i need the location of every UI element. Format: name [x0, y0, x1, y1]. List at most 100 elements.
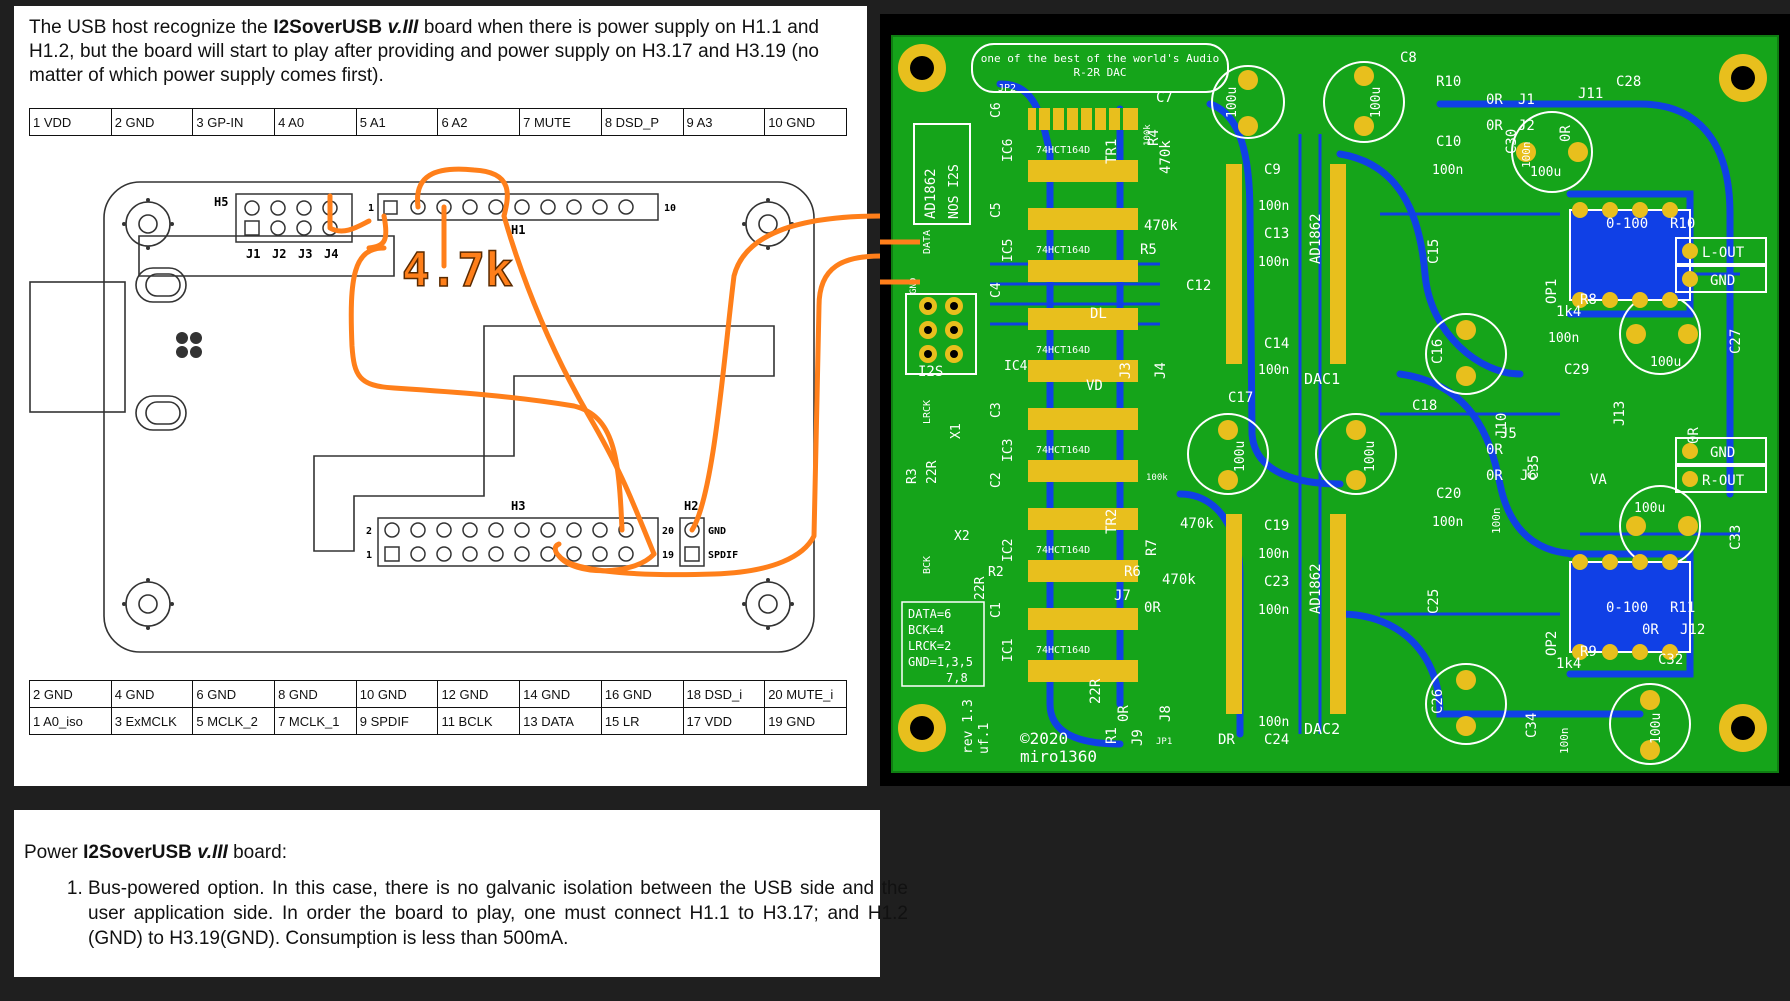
slot [135, 395, 187, 431]
c32-label: C32 [1658, 652, 1683, 668]
ic-column [1028, 108, 1138, 682]
copyright-label: ©2020 [1020, 729, 1068, 748]
j11-label: J11 [1578, 86, 1603, 102]
j5-label: J5 [1500, 426, 1517, 442]
h3-header [377, 517, 659, 567]
gnd-label: GND [909, 278, 919, 294]
opamps [1569, 202, 1691, 660]
j3-label: J3 [1118, 362, 1134, 379]
r1-value: 22R [1088, 678, 1104, 704]
ic-ref: IC3 [1001, 439, 1016, 462]
cap-ref: C5 [989, 202, 1004, 218]
power-heading-text: Power [24, 842, 84, 863]
dac-chip-pads [1226, 164, 1346, 714]
r6-label: R6 [1124, 564, 1141, 580]
slot [135, 267, 187, 303]
r3-value: 22R [925, 460, 940, 484]
pin-cell: 19 GND [764, 707, 847, 735]
c15-label: C15 [1426, 239, 1442, 264]
dac-chip-label: AD1862 [1308, 213, 1324, 264]
lrck-label: LRCK [922, 400, 933, 424]
cap-100n: 100n [1432, 515, 1463, 530]
r7-label: R7 [1144, 539, 1160, 556]
intro-text: The USB host recognize the [29, 17, 274, 38]
dac2-label: DAC2 [1304, 720, 1340, 738]
power-heading: Power I2SoverUSB v.III board: [24, 842, 287, 864]
j4-label: J4 [1153, 362, 1169, 379]
pin-cell: 16 GND [600, 680, 684, 708]
pin-cell: 11 BCLK [437, 707, 521, 735]
h3-pin-table: 2 GND 4 GND 6 GND 8 GND 10 GND 12 GND 14… [29, 680, 847, 735]
cap-100n: 100n [1258, 255, 1289, 270]
intro-paragraph: The USB host recognize the I2SoverUSB v.… [29, 16, 819, 88]
r10-value: 0-100 [1606, 216, 1648, 232]
cap-ref: C2 [989, 472, 1004, 488]
op2-label: OP2 [1544, 631, 1560, 656]
cap-100n: 100n [1258, 715, 1289, 730]
ic-label: 74HCT164D [1036, 345, 1090, 356]
pin-cell: 5 MCLK_2 [192, 707, 276, 735]
legend-box [901, 601, 985, 687]
pin-cell: 8 DSD_P [600, 108, 684, 136]
pin-cell: 5 A1 [355, 108, 439, 136]
r4-value: 470k [1158, 140, 1174, 174]
x2-label: X2 [954, 529, 970, 544]
j13-label: J13 [1612, 401, 1628, 426]
vd-label: VD [1086, 378, 1103, 394]
cap-100n: 100n [1490, 508, 1503, 535]
cap-100n: 100n [1520, 142, 1533, 169]
j1-label: J1 [1518, 92, 1535, 108]
j12-label: J12 [1680, 622, 1705, 638]
chip-label-box [913, 123, 971, 225]
pcb-image: one of the best of the world's Audio R-2… [880, 14, 1790, 786]
inner-cutout [138, 235, 395, 277]
dl-label: DL [1090, 306, 1107, 322]
pin-cell: 4 GND [110, 680, 194, 708]
h3-pin1-label: 1 [366, 550, 372, 561]
c29-label: C29 [1564, 362, 1589, 378]
cap-value: 100u [1225, 87, 1240, 118]
h3-odd-row: 1 A0_iso 3 ExMCLK 5 MCLK_2 7 MCLK_1 9 SP… [29, 707, 847, 735]
pin-cell: 18 DSD_i [682, 680, 766, 708]
c33-label: C33 [1728, 525, 1744, 550]
pin-cell: 9 SPDIF [355, 707, 439, 735]
j9-value: 0R [1116, 705, 1132, 722]
h1-pin-table: 1 VDD 2 GND 3 GP-IN 4 A0 5 A1 6 A2 7 MUT… [29, 108, 847, 136]
cap-value: 100u [1233, 441, 1248, 472]
ic-label: 74HCT164D [1036, 445, 1090, 456]
c24-label: C24 [1264, 732, 1289, 748]
cap-ref: C4 [989, 282, 1004, 298]
jp1-label: JP1 [1156, 737, 1172, 747]
r2-label: R2 [988, 565, 1004, 580]
ic-pad-gaps [1036, 108, 1123, 130]
c34-label: C34 [1524, 713, 1540, 738]
pin-cell: 6 A2 [437, 108, 521, 136]
inner-cutout [313, 455, 485, 552]
i2s-label: I2S [918, 364, 943, 380]
h3-even-row: 2 GND 4 GND 6 GND 8 GND 10 GND 12 GND 14… [29, 680, 847, 708]
i2s-header [905, 293, 977, 375]
r2-value: 22R [973, 576, 988, 600]
ic-label: 74HCT164D [1036, 145, 1090, 156]
c27-label: C27 [1728, 329, 1744, 354]
c10-label: C10 [1436, 134, 1461, 150]
pin-cell: 3 ExMCLK [110, 707, 194, 735]
pin-cell: 13 DATA [519, 707, 602, 735]
gnd-out-label: GND [1710, 445, 1735, 461]
tr2-value: 100k [1146, 473, 1168, 483]
j12-value: 0R [1642, 622, 1659, 638]
r10-label: R10 [1670, 216, 1695, 232]
cap-100n: 100n [1258, 363, 1289, 378]
pin-cell: 15 LR [600, 707, 684, 735]
r5-label: R5 [1140, 242, 1157, 258]
r9-label: R9 [1580, 644, 1597, 660]
bck-label: BCK [922, 556, 933, 574]
j7-value: 0R [1144, 600, 1161, 616]
pcb-entry-wires [880, 239, 920, 285]
r8-value: 1k4 [1556, 304, 1581, 320]
ic-ref: IC6 [1001, 139, 1016, 162]
board-name: I2SoverUSB [273, 17, 388, 38]
power-board-version: v.III [197, 842, 228, 863]
pin-cell: 1 VDD [29, 108, 112, 136]
dac1-label: DAC1 [1304, 370, 1340, 388]
